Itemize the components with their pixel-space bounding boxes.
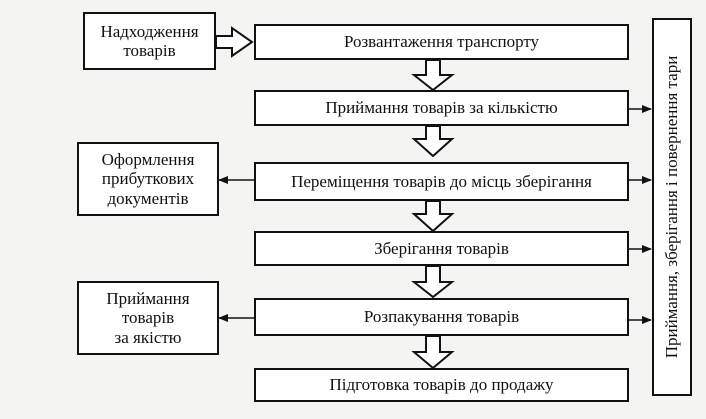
hollow-down-arrow-4	[411, 265, 455, 299]
receipt-line-2: товарів	[123, 41, 176, 60]
hollow-down-arrow-5	[411, 335, 455, 370]
hollow-down-arrow-1	[411, 59, 455, 92]
quality-line-1: Приймання	[106, 289, 190, 309]
step-storage: Зберігання товарів	[254, 231, 629, 266]
hollow-arrow-receipt	[215, 26, 254, 58]
step-unpacking: Розпакування товарів	[254, 298, 629, 336]
documents-line-1: Оформлення	[101, 150, 195, 170]
hollow-down-arrow-2	[411, 125, 455, 158]
step-unloading: Розвантаження транспорту	[254, 24, 629, 60]
hollow-down-arrow-3	[411, 200, 455, 233]
tare-box: Приймання, зберігання і повернення тари	[652, 18, 692, 396]
documents-box: Оформлення прибуткових документів	[77, 142, 219, 216]
quality-line-2: товарів	[121, 308, 175, 328]
step-sale-preparation: Підготовка товарів до продажу	[254, 368, 629, 402]
receipt-box: Надходження товарів	[83, 12, 216, 70]
receipt-line-1: Надходження	[100, 21, 199, 41]
documents-line-3: документів	[107, 188, 189, 208]
quality-line-3: за якістю	[114, 327, 182, 347]
documents-line-2: прибуткових	[101, 169, 195, 189]
step-quantity-acceptance: Приймання товарів за кількістю	[254, 90, 629, 126]
tare-label: Приймання, зберігання і повернення тари	[662, 55, 681, 359]
quality-box: Приймання товарів за якістю	[77, 281, 219, 355]
step-moving-to-storage: Переміщення товарів до місць зберігання	[254, 162, 629, 201]
